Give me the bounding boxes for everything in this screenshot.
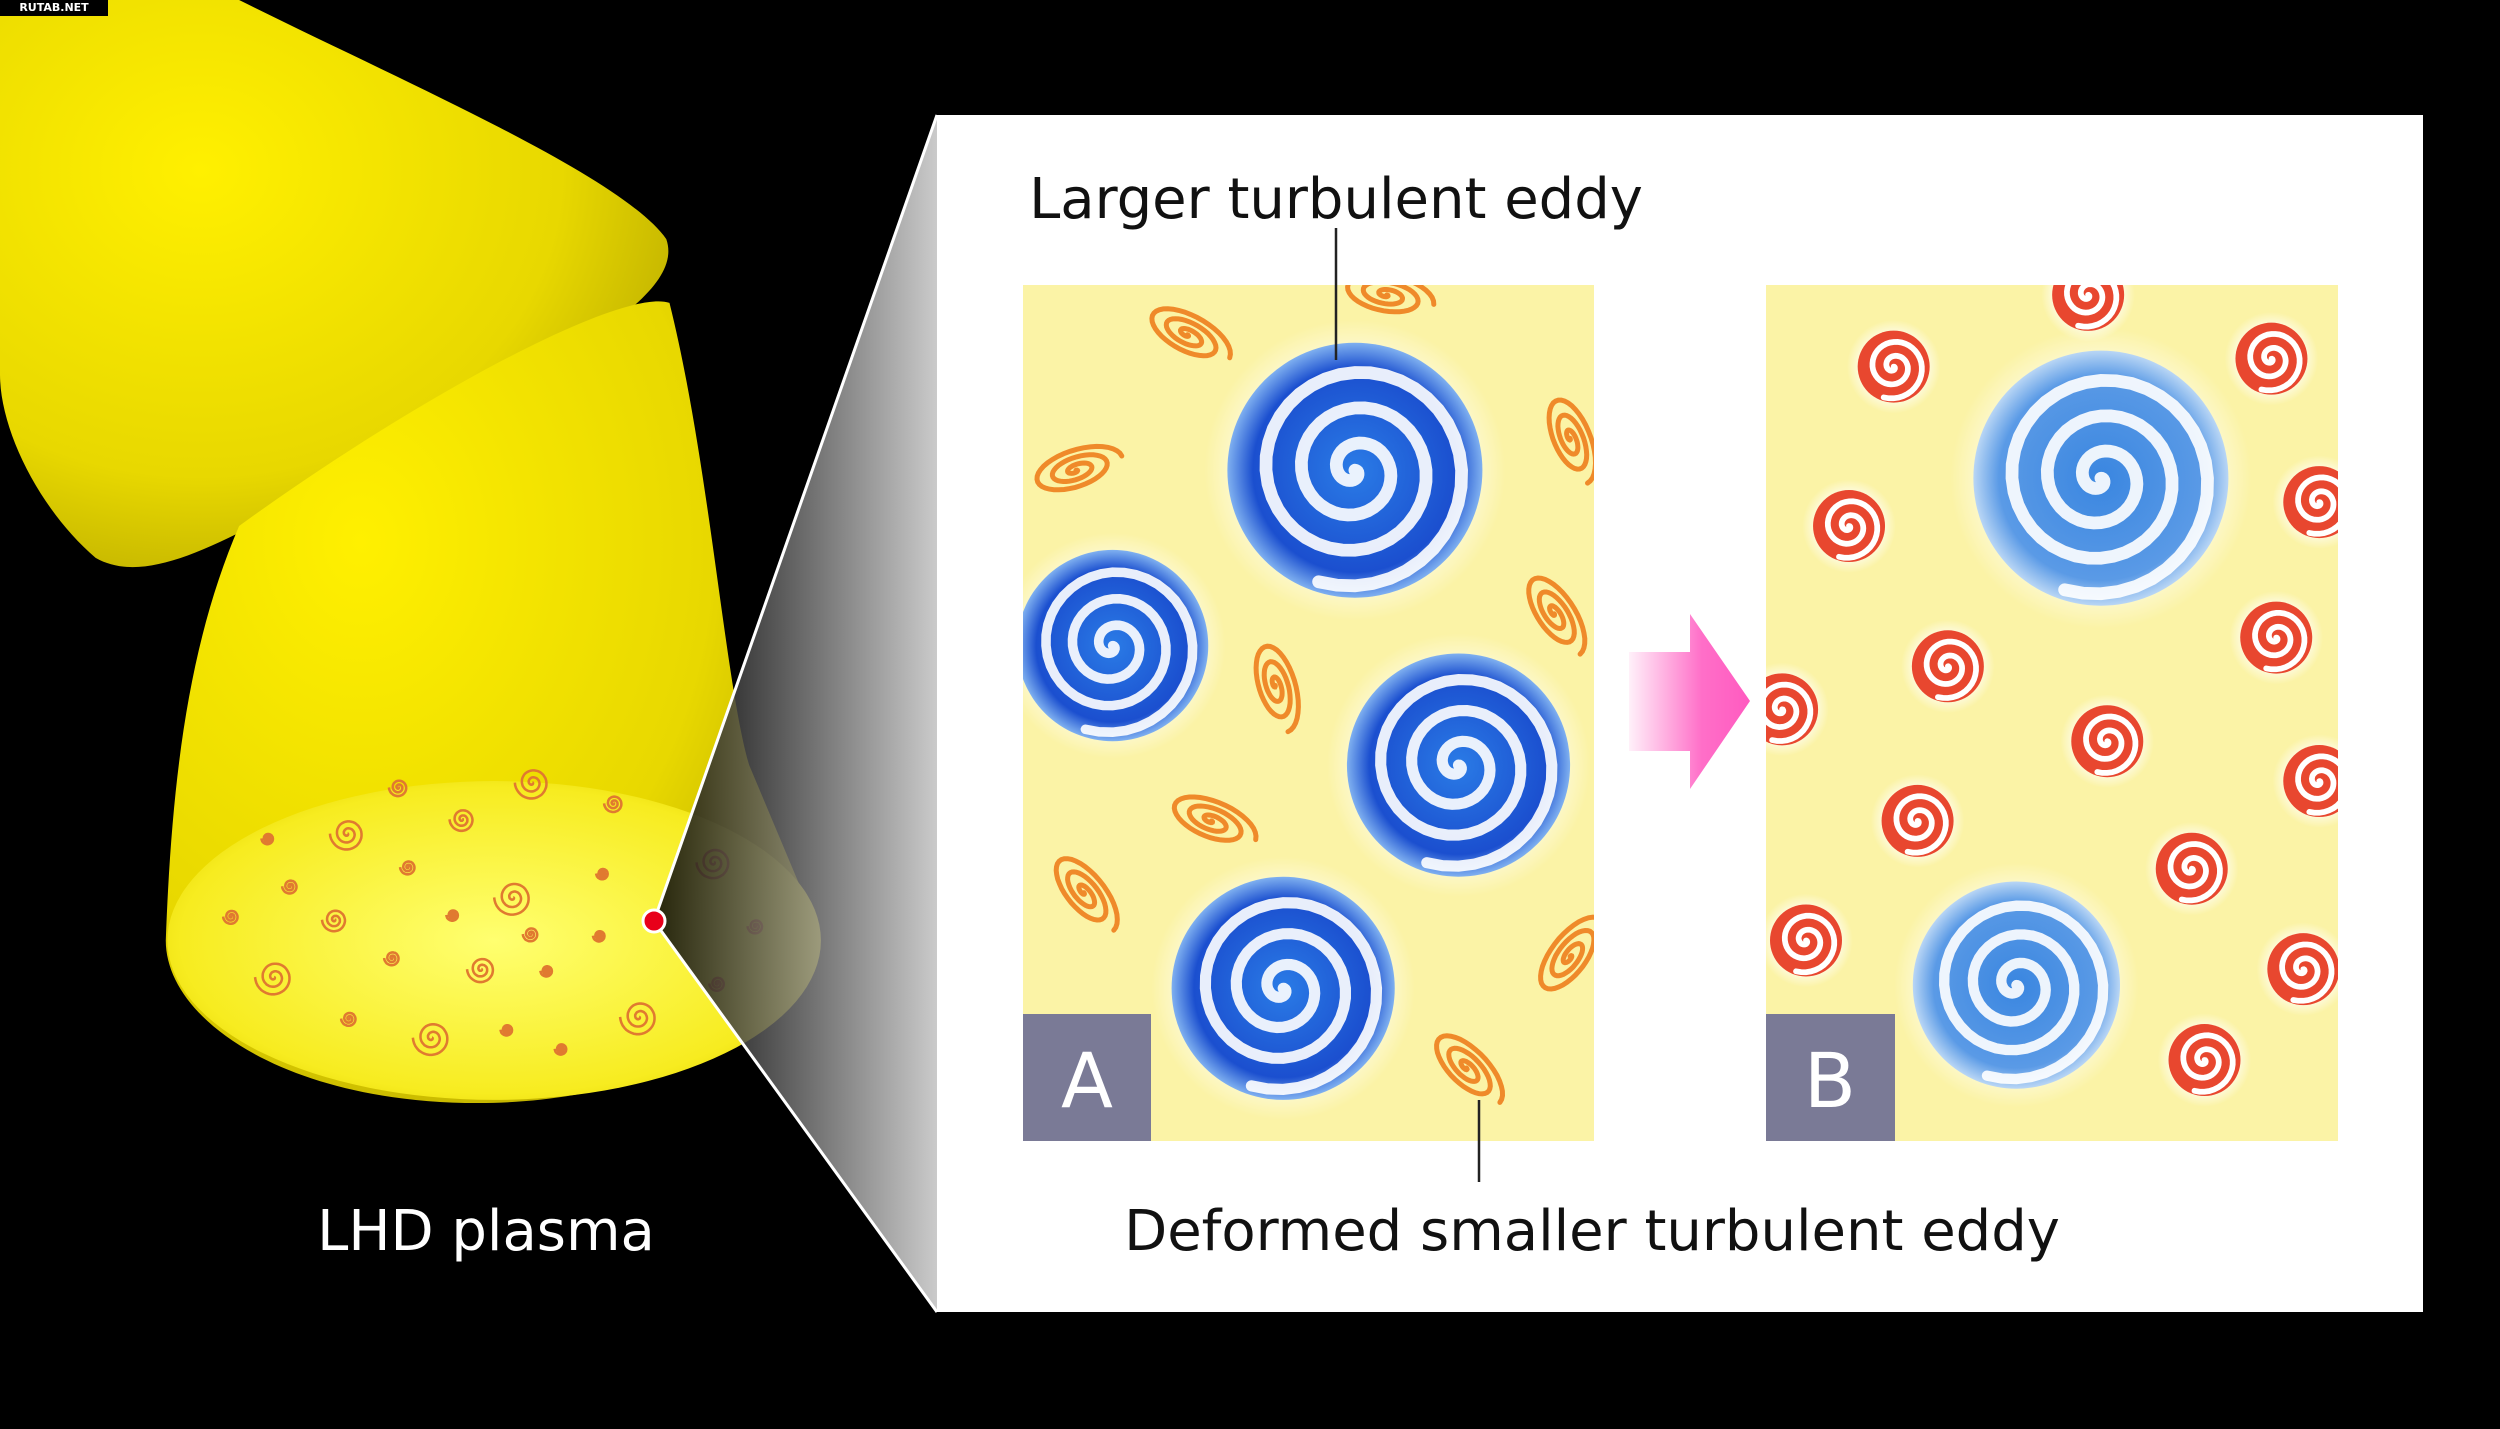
deformed-eddy — [1546, 397, 1594, 486]
plasma-eddy — [221, 909, 239, 925]
panel-b-label-box — [1766, 1014, 1895, 1141]
small-eddy-spiral — [1766, 681, 1814, 744]
deformed-eddy — [1149, 306, 1233, 361]
deformed-eddy — [1345, 285, 1437, 315]
small-eddy-spiral — [2295, 753, 2338, 816]
large-eddy-spiral — [1259, 366, 1468, 593]
plasma-eddy — [499, 1023, 514, 1037]
panel-b: B — [1766, 285, 2338, 1141]
tube-upper-strand — [0, 0, 669, 568]
small-eddy-spiral — [2295, 474, 2338, 537]
zoom-point-marker — [641, 908, 667, 934]
small-eddy-spiral — [2167, 841, 2223, 904]
small-eddy-spiral — [1824, 498, 1881, 561]
plasma-eddy — [328, 820, 363, 851]
transition-arrow — [1629, 614, 1750, 789]
small-eddy-spiral — [2083, 713, 2139, 776]
deformed-eddy — [1526, 575, 1588, 657]
lhd-plasma-tube — [0, 0, 821, 1104]
small-eddy-spiral — [1869, 339, 1925, 402]
plasma-eddy — [448, 809, 474, 833]
panel-a-label: A — [1061, 1036, 1113, 1125]
zoom-wedge — [654, 115, 937, 1312]
deformed-eddy — [1034, 443, 1125, 493]
plasma-eddy — [539, 965, 554, 978]
plasma-eddy — [387, 779, 408, 798]
plasma-eddy — [591, 929, 606, 943]
panel-a: A — [1023, 285, 1594, 1141]
plasma-eddy — [602, 795, 623, 814]
plasma-label: LHD plasma — [317, 1199, 655, 1264]
deformed-eddy — [1171, 794, 1259, 843]
small-eddy-spiral — [2064, 285, 2120, 330]
deformed-eddy-label: Deformed smaller turbulent eddy — [1124, 1199, 2060, 1264]
plasma-eddy — [339, 1011, 357, 1028]
plasma-eddy — [618, 1002, 656, 1036]
small-eddy-spiral — [1923, 638, 1979, 701]
plasma-eddy — [553, 1043, 568, 1056]
plasma-eddy — [492, 882, 530, 916]
small-eddy-spiral — [2180, 1032, 2236, 1095]
watermark: RUTAB.NET — [0, 0, 108, 16]
plasma-eddy — [253, 962, 291, 996]
plasma-eddy — [521, 927, 539, 943]
large-eddy-spiral — [1041, 567, 1198, 737]
small-eddy-spiral — [2279, 941, 2335, 1004]
zoom-line-bottom — [652, 920, 939, 1313]
plasma-eddy — [594, 867, 609, 881]
plasma-eddy — [382, 951, 400, 967]
plasma-eddy — [411, 1023, 449, 1057]
deformed-eddy — [1053, 856, 1120, 933]
deformed-eddy — [1538, 914, 1594, 992]
large-eddy-spiral — [1375, 674, 1558, 872]
larger-eddy-label: Larger turbulent eddy — [1029, 167, 1643, 232]
deformed-eddy — [1434, 1033, 1506, 1105]
plasma-cross-section — [167, 781, 821, 1100]
plasma-eddy — [465, 957, 495, 984]
panel-b-label: B — [1804, 1036, 1856, 1125]
plasma-eddy — [398, 860, 416, 876]
plasma-eddy — [320, 909, 347, 933]
plasma-eddy — [445, 909, 460, 922]
large-eddy-spiral — [2005, 374, 2214, 601]
deformed-eddy — [1253, 643, 1301, 735]
zoom-line-top — [652, 114, 939, 922]
small-eddy-spiral — [2247, 331, 2303, 394]
plasma-eddy — [260, 832, 275, 846]
small-eddy-spiral — [1893, 793, 1949, 856]
large-eddy-spiral — [1199, 897, 1383, 1095]
small-eddy-spiral — [1781, 912, 1838, 976]
plasma-eddy — [280, 879, 298, 895]
panel-a-label-box — [1023, 1014, 1151, 1141]
plasma-eddy — [513, 769, 548, 800]
large-eddy-spiral — [1939, 900, 2109, 1085]
small-eddy-spiral — [2252, 610, 2308, 673]
